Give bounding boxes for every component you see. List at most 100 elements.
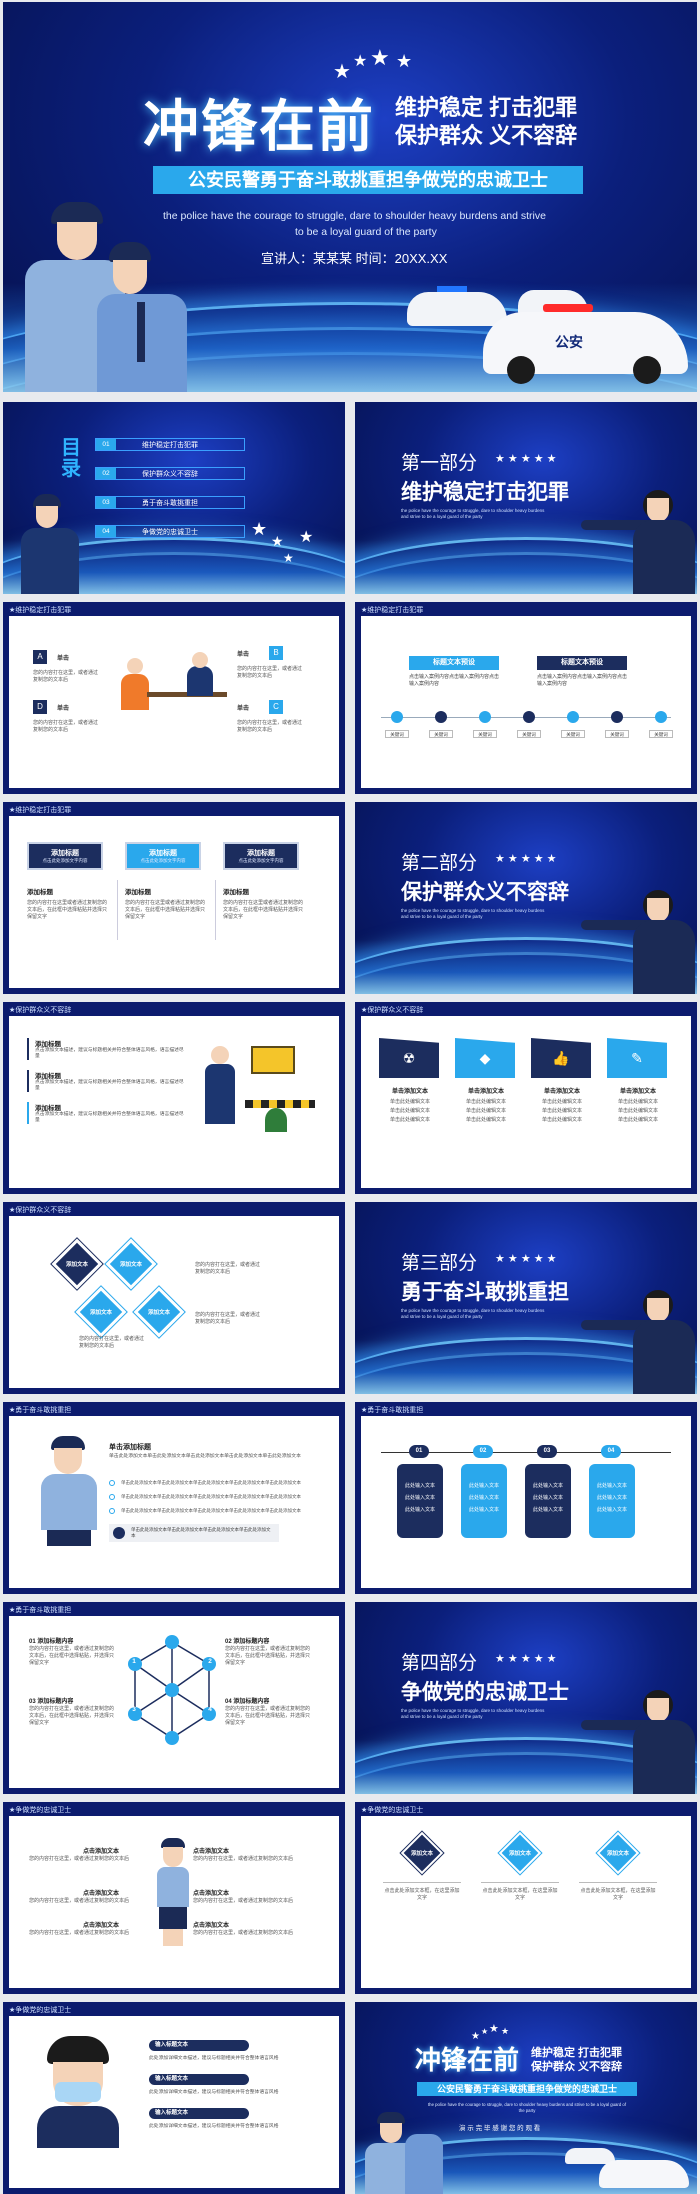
police-shooter-illustration bbox=[577, 890, 695, 994]
four-icons-slide[interactable]: ★保护群众义不容辞☢单击添加文本单击此处编辑文本单击此处编辑文本单击此处编辑文本… bbox=[355, 1002, 697, 1194]
cube-item-title: 01 添加标题内容 bbox=[29, 1639, 74, 1645]
slide-header: ★保护群众义不容辞 bbox=[9, 1007, 72, 1014]
step-text: 此处输入文本 bbox=[596, 1507, 627, 1513]
star-icon: ★ bbox=[471, 2031, 480, 2042]
timeline-node-icon bbox=[523, 711, 535, 723]
item-text: 您的内容打在这里，或者通过复制您的文本后 bbox=[29, 1930, 130, 1936]
timeline-keyword: 关键词 bbox=[385, 730, 409, 738]
step-card[interactable]: 此处输入文本此处输入文本此处输入文本 bbox=[589, 1464, 635, 1538]
mask-officer-slide[interactable]: ★争做党的忠诚卫士输入标题文本此处添加详细文本描述，建议与标题相关并符合整体语言… bbox=[3, 2002, 345, 2194]
toc-item-num: 04 bbox=[96, 526, 116, 537]
timeline-node-icon bbox=[391, 711, 403, 723]
item-title: 单击 bbox=[237, 706, 250, 712]
card-subtitle: 点击此处添加文字内容 bbox=[140, 858, 186, 863]
timeline-keyword: 关键词 bbox=[605, 730, 629, 738]
cover-english-1: the police have the courage to struggle,… bbox=[163, 210, 546, 222]
policewoman-slide[interactable]: ★争做党的忠诚卫士点击添加文本您的内容打在这里，或者通过复制您的文本后点击添加文… bbox=[3, 1802, 345, 1994]
step-card[interactable]: 此处输入文本此处输入文本此处输入文本 bbox=[461, 1464, 507, 1538]
pencil-icon: ✎ bbox=[607, 1038, 667, 1078]
list-item-text: 点击添加文本描述，建议与标题相关并符合整体语言风格，语言描述尽量 bbox=[35, 1048, 184, 1060]
slide-body: 添加文本点击此处添加文本框，在这里添加文字添加文本点击此处添加文本框，在这里添加… bbox=[361, 1816, 691, 1988]
list-accent-bar bbox=[27, 1070, 29, 1092]
highlight-box: 单击此处添加文本单击此处添加文本单击此处添加文本单击此处添加文本 bbox=[109, 1524, 279, 1542]
diamond-text: 添加文本 bbox=[89, 1310, 112, 1316]
toc-item-label: 维护稳定打击犯罪 bbox=[142, 442, 198, 449]
title-card[interactable]: 添加标题点击此处添加文字内容 bbox=[27, 842, 103, 870]
step-card[interactable]: 此处输入文本此处输入文本此处输入文本 bbox=[397, 1464, 443, 1538]
slide-header: ★保护群众义不容辞 bbox=[9, 1207, 72, 1214]
icon-item-title: 单击添加文本 bbox=[619, 1089, 656, 1095]
slide-body: 单击添加标题单击此处添加文本单击此处添加文本单击此处添加文本单击此处添加文本单击… bbox=[9, 1416, 339, 1588]
item-title: 点击添加文本 bbox=[83, 1923, 120, 1929]
section-part: 第一部分 bbox=[401, 453, 478, 474]
timeline-slide[interactable]: ★维护稳定打击犯罪标题文本预设标题文本预设点击输入案例内容点击输入案例内容点击输… bbox=[355, 602, 697, 794]
item-text: 您的内容打在这里，或者通过复制您的文本后 bbox=[29, 1856, 130, 1862]
checklist-slide[interactable]: ★勇于奋斗敢挑重担单击添加标题单击此处添加文本单击此处添加文本单击此处添加文本单… bbox=[3, 1402, 345, 1594]
list-accent-bar bbox=[27, 1102, 29, 1124]
police-salute-illustration bbox=[39, 1436, 99, 1546]
icon-item-text: 单击此处编辑文本 bbox=[541, 1099, 582, 1105]
cover-english-2: to be a loyal guard of the party bbox=[295, 226, 437, 238]
icon-item-text: 单击此处编辑文本 bbox=[617, 1117, 658, 1123]
police-shooter-illustration bbox=[577, 1290, 695, 1394]
title-card[interactable]: 添加标题点击此处添加文字内容 bbox=[223, 842, 299, 870]
letter-badge: C bbox=[269, 700, 283, 714]
cover-title: 冲锋在前 bbox=[143, 95, 375, 158]
ending-slide[interactable]: ★★★★冲锋在前维护稳定 打击犯罪保护群众 义不容辞公安民警勇于奋斗敢挑重担争做… bbox=[355, 2002, 697, 2194]
three-diamonds-slide[interactable]: ★争做党的忠诚卫士添加文本点击此处添加文本框，在这里添加文字添加文本点击此处添加… bbox=[355, 1802, 697, 1994]
item-text: 您的内容打在这里或者通过复制您的文本后，在此框中选择粘贴并选择只保留文字 bbox=[27, 900, 108, 920]
card-title: 添加标题 bbox=[149, 850, 177, 857]
card-title: 添加标题 bbox=[51, 850, 79, 857]
police-car-illustration bbox=[599, 2160, 689, 2188]
list-item-title: 添加标题 bbox=[35, 1041, 61, 1048]
slide-body: 01 添加标题内容您的内容打在这里，或者通过复制您的文本后，在此框中选择粘贴，并… bbox=[9, 1616, 339, 1788]
step-number: 01 bbox=[409, 1445, 429, 1458]
slide-header: ★争做党的忠诚卫士 bbox=[9, 1807, 72, 1814]
checklist-item: 单击此处添加文本单击此处添加文本单击此处添加文本单击此处添加文本单击此处添加文本 bbox=[121, 1494, 301, 1499]
star-icon: ★ bbox=[251, 519, 268, 539]
section-part: 第二部分 bbox=[401, 853, 478, 874]
diamond-desc: 点击此处添加文本框，在这里添加文字 bbox=[384, 1888, 460, 1901]
icon-item-title: 单击添加文本 bbox=[543, 1089, 580, 1095]
mask-item-title: 输入标题文本 bbox=[149, 2040, 249, 2051]
step-card[interactable]: 此处输入文本此处输入文本此处输入文本 bbox=[525, 1464, 571, 1538]
timeline-node-icon bbox=[611, 711, 623, 723]
section-title: 争做党的忠诚卫士 bbox=[401, 1681, 569, 1704]
step-text: 此处输入文本 bbox=[468, 1483, 499, 1489]
step-text: 此处输入文本 bbox=[404, 1507, 435, 1513]
underline bbox=[579, 1882, 657, 1883]
step-number: 03 bbox=[537, 1445, 557, 1458]
item-text: 您的内容打在这里，或者通过复制您的文本后 bbox=[33, 670, 99, 683]
section-stars: ★ ★ ★ ★ ★ bbox=[495, 853, 557, 865]
diamonds-slide[interactable]: ★保护群众义不容辞添加文本添加文本添加文本添加文本您的内容打在这里，或者通过复制… bbox=[3, 1202, 345, 1394]
list-slide[interactable]: ★保护群众义不容辞添加标题点击添加文本描述，建议与标题相关并符合整体语言风格，语… bbox=[3, 1002, 345, 1194]
toc-item-num: 03 bbox=[96, 497, 116, 508]
diamond-desc: 点击此处添加文本框，在这里添加文字 bbox=[482, 1888, 558, 1901]
item-title: 点击添加文本 bbox=[193, 1849, 230, 1855]
item-title: 单击 bbox=[57, 706, 70, 712]
item-text: 您的内容打在这里，或者通过复制您的文本后 bbox=[193, 1930, 294, 1936]
title-card[interactable]: 添加标题点击此处添加文字内容 bbox=[125, 842, 201, 870]
mask-item-title: 输入标题文本 bbox=[149, 2108, 249, 2119]
ending-banner: 公安民警勇于奋斗敢挑重担争做党的忠诚卫士 bbox=[417, 2082, 637, 2096]
three-cards-slide[interactable]: ★维护稳定打击犯罪添加标题点击此处添加文字内容添加标题您的内容打在这里或者通过复… bbox=[3, 802, 345, 994]
timeline-text-2: 点击输入案例内容点击输入案例内容点击输入案例内容 bbox=[537, 674, 628, 687]
interrogation-illustration bbox=[121, 652, 231, 726]
diamond-text: 添加文本 bbox=[119, 1262, 142, 1268]
cover-slide[interactable]: ★ ★ ★ ★ 冲锋在前 维护稳定 打击犯罪 保护群众 义不容辞 公安民警勇于奋… bbox=[3, 2, 697, 392]
cover-banner: 公安民警勇于奋斗敢挑重担争做党的忠诚卫士 bbox=[153, 166, 583, 194]
location-pin-icon bbox=[113, 1527, 125, 1539]
